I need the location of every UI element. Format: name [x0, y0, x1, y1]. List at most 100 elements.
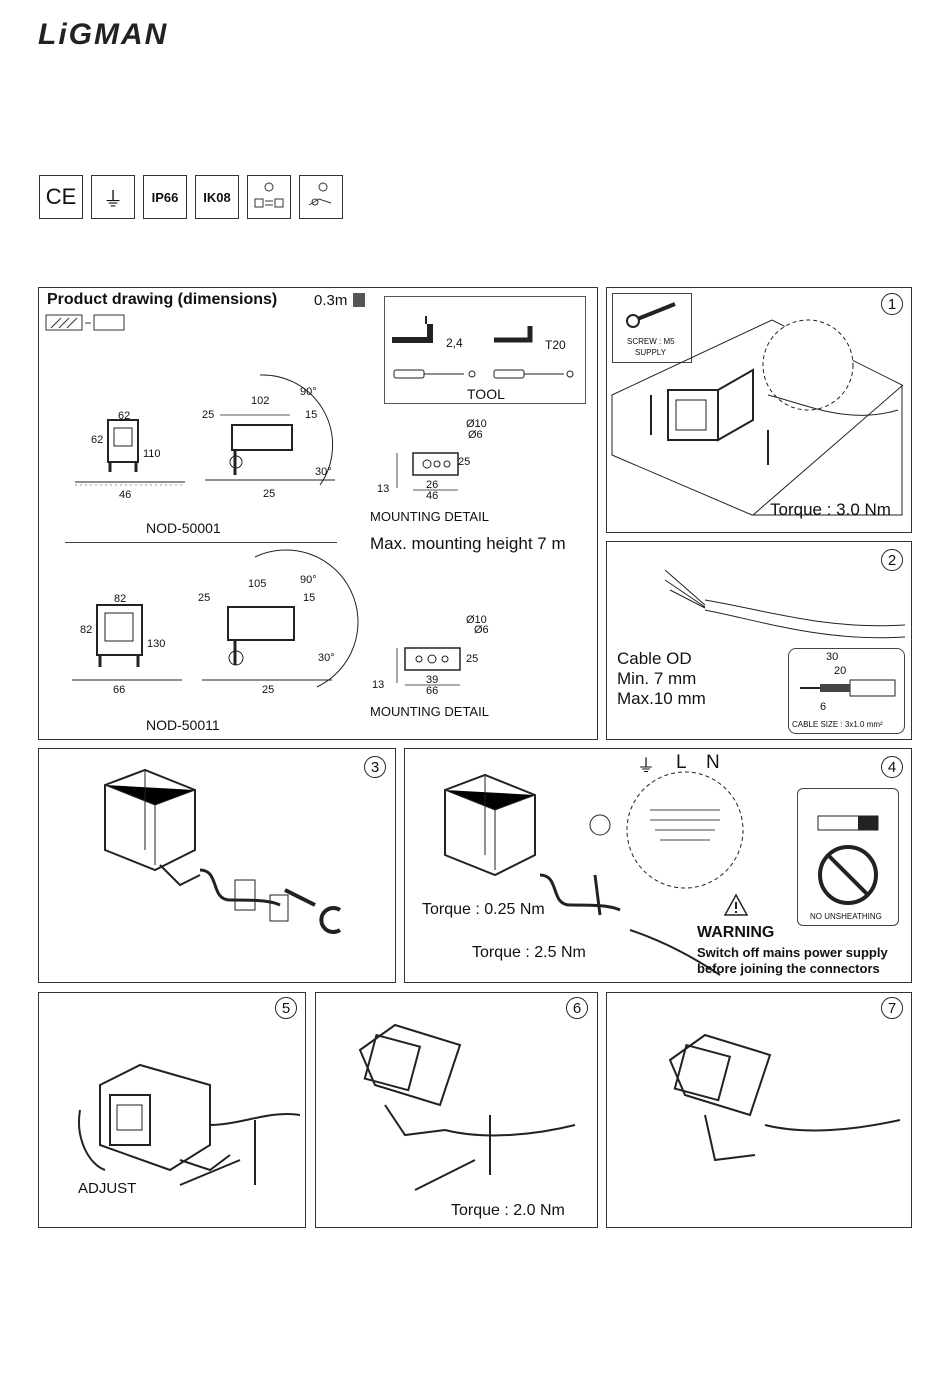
model-a-left: 25: [202, 409, 215, 421]
model-b-total-height: 130: [147, 638, 166, 650]
step-1-number: 1: [881, 293, 903, 315]
model-b-left: 25: [198, 592, 211, 604]
step-3-panel: [38, 748, 396, 983]
step-4-number: 4: [881, 756, 903, 778]
tool-box: [384, 296, 586, 404]
warning-icon: [723, 893, 749, 916]
torx-key-drawing: [494, 326, 533, 343]
model-b-top: 105: [248, 578, 267, 590]
screw-label: SCREW : M5: [627, 337, 675, 346]
earth-label: ⏚: [637, 756, 655, 776]
mount-b-w2: 66: [426, 685, 439, 697]
cable-max: Max.10 mm: [617, 689, 706, 708]
step-6-illustration: [358, 1023, 576, 1191]
mount-a-w1: 26: [426, 479, 439, 491]
earth-symbol-icon: ⏚: [91, 175, 135, 219]
model-b-right: 15: [303, 592, 316, 604]
step-1-torque: Torque : 3.0 Nm: [770, 500, 891, 519]
step-7-illustration: [668, 1033, 901, 1162]
model-a-height: 62: [91, 434, 104, 446]
mount-b-left: 13: [372, 679, 385, 691]
step-7-panel: [606, 992, 912, 1228]
screwdriver-icon: [393, 369, 574, 379]
step-4-torque-2: Torque : 2.5 Nm: [472, 944, 586, 961]
step-1-panel: [606, 287, 912, 533]
model-a-name: NOD-50001: [146, 520, 221, 536]
mount-a-d1: Ø10: [466, 418, 487, 430]
brand-logo: LiGMAN: [38, 18, 169, 51]
step-6-torque: Torque : 2.0 Nm: [451, 1202, 565, 1219]
model-a-right: 15: [305, 409, 318, 421]
mount-a-label: MOUNTING DETAIL: [370, 509, 489, 524]
model-b-angle-up: 90°: [300, 574, 317, 586]
live-label: L: [676, 752, 687, 773]
cable-min: Min. 7 mm: [617, 669, 697, 688]
no-unsheathing-box: [797, 788, 899, 926]
voltage-icon: [247, 175, 291, 219]
clearance-label: 0.3m: [314, 292, 348, 309]
model-b-front-view: [72, 604, 182, 681]
hex-key-drawing: [392, 316, 433, 343]
model-b-base: 66: [113, 684, 126, 696]
screw-supply: SUPPLY: [635, 348, 666, 357]
step-5-illustration: [78, 1063, 301, 1186]
mount-a-d2: Ø6: [468, 429, 483, 441]
ip66-badge: IP66: [143, 175, 187, 219]
warning-title: WARNING: [697, 924, 775, 941]
neutral-label: N: [706, 752, 720, 773]
model-a-angle-down: 30°: [315, 466, 332, 478]
strip-6: 6: [820, 701, 827, 713]
warning-line-1: Switch off mains power supply: [697, 945, 888, 960]
model-b-height: 82: [80, 624, 93, 636]
max-height: Max. mounting height 7 m: [370, 534, 566, 553]
model-a-front-view: [75, 419, 185, 486]
divider: [65, 542, 337, 543]
warning-line-2: before joining the connectors: [697, 961, 880, 976]
step-4-torque-1: Torque : 0.25 Nm: [422, 901, 545, 918]
model-a-top: 102: [251, 395, 270, 407]
ik08-badge: IK08: [195, 175, 239, 219]
strip-30: 30: [826, 651, 839, 663]
torx-key-size: T20: [545, 338, 566, 352]
model-b-foot: 25: [262, 684, 275, 696]
step-6-panel: [315, 992, 598, 1228]
model-a-base: 46: [119, 489, 132, 501]
no-unsheathing-icon: [817, 815, 879, 905]
step-4-illustration: [444, 771, 744, 976]
mount-b-w1: 39: [426, 674, 439, 686]
product-drawing-title: Product drawing (dimensions): [47, 291, 278, 308]
strip-20: 20: [834, 665, 847, 677]
model-b-width: 82: [114, 593, 127, 605]
no-unsheathing-label: NO UNSHEATHING: [810, 912, 882, 921]
step-7-number: 7: [881, 997, 903, 1019]
mount-a-h: 25: [458, 456, 471, 468]
step-3-illustration: [104, 768, 342, 934]
mount-a-drawing: [396, 452, 459, 491]
step-3-number: 3: [364, 756, 386, 778]
model-a-side-view: [205, 374, 335, 486]
model-a-total-height: 110: [143, 448, 161, 460]
cable-od-label: Cable OD: [617, 649, 692, 668]
model-a-width: 62: [118, 410, 131, 422]
cable-drawing: [664, 569, 906, 639]
mount-a-left: 13: [377, 483, 390, 495]
step-5-number: 5: [275, 997, 297, 1019]
model-b-side-view: [202, 549, 359, 688]
connector-icon: [299, 175, 343, 219]
model-a-angle-up: 90°: [300, 386, 317, 398]
mount-b-drawing: [396, 647, 461, 686]
step-5-panel: [38, 992, 306, 1228]
adjust-label: ADJUST: [78, 1180, 137, 1197]
mount-b-h: 25: [466, 653, 479, 665]
mount-b-label: MOUNTING DETAIL: [370, 704, 489, 719]
model-a-foot: 25: [263, 488, 276, 500]
tool-label: TOOL: [467, 386, 505, 402]
model-b-name: NOD-50011: [146, 717, 220, 733]
model-b-angle-down: 30°: [318, 652, 335, 664]
hex-key-size: 2,4: [446, 336, 463, 350]
step-2-panel: [606, 541, 912, 740]
screw-icon: [626, 302, 676, 328]
screw-box: [612, 293, 692, 363]
step-1-illustration: [611, 319, 904, 516]
step-6-number: 6: [566, 997, 588, 1019]
